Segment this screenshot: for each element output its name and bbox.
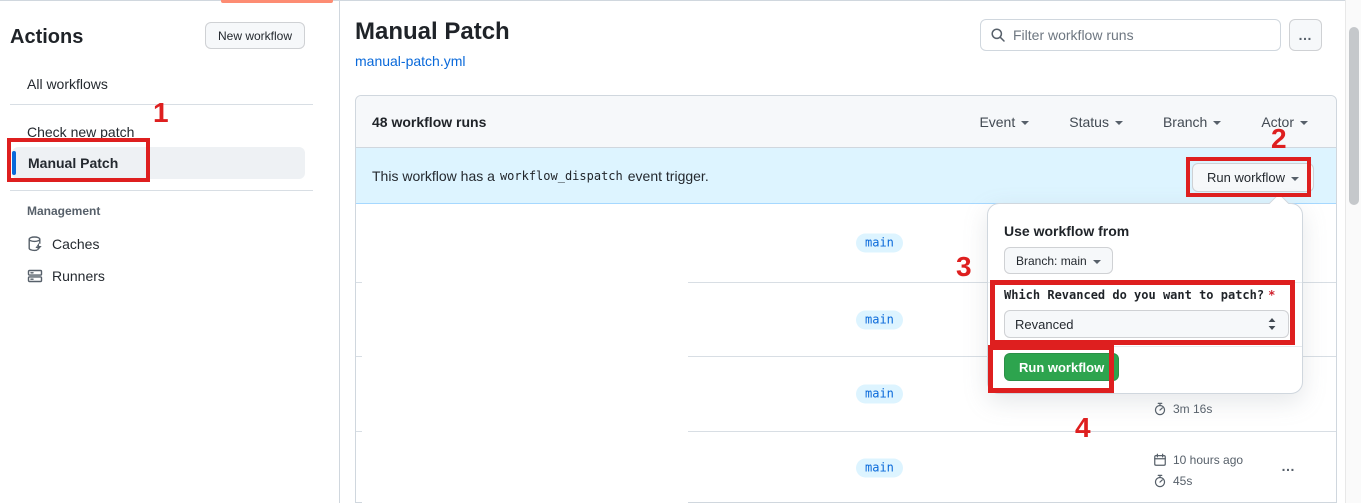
up-down-arrows-icon xyxy=(1266,317,1278,331)
annotation-step-3: 3 xyxy=(956,251,972,282)
branch-filter-dropdown[interactable]: Branch xyxy=(1162,113,1222,130)
workflow-run-row[interactable]: main xyxy=(356,282,1336,356)
runs-header: 48 workflow runs Event Status Branch Act… xyxy=(356,96,1336,148)
branch-filter-label: Branch xyxy=(1162,113,1208,130)
sidebar-item-caches[interactable]: Caches xyxy=(27,236,99,252)
sidebar-item-runners-label: Runners xyxy=(52,268,105,284)
chevron-down-icon xyxy=(1114,120,1123,125)
workflow-dispatch-banner: This workflow has a workflow_dispatch ev… xyxy=(356,148,1336,204)
banner-text: event trigger. xyxy=(627,167,709,184)
chevron-down-icon xyxy=(1213,120,1222,125)
calendar-icon xyxy=(1153,453,1167,467)
actions-heading: Actions xyxy=(10,26,84,48)
new-workflow-button[interactable]: New workflow xyxy=(205,22,306,49)
status-filter-label: Status xyxy=(1069,113,1109,130)
annotation-step-1: 1 xyxy=(153,97,169,128)
sidebar-item-caches-label: Caches xyxy=(52,236,100,252)
sidebar-item-manual-patch[interactable] xyxy=(12,147,305,179)
chevron-down-icon xyxy=(1300,120,1308,125)
filter-workflow-runs xyxy=(980,19,1281,51)
actor-filter-dropdown[interactable]: Actor xyxy=(1261,114,1308,130)
active-tab-indicator xyxy=(221,0,333,3)
chevron-down-icon xyxy=(1021,120,1030,125)
branch-badge[interactable]: main xyxy=(856,310,903,329)
run-workflow-dropdown-button[interactable]: Run workflow xyxy=(1192,163,1315,192)
sidebar-item-check-new-patch[interactable]: Check new patch xyxy=(27,124,135,140)
run-duration: 3m 16s xyxy=(1173,401,1213,416)
dialog-divider xyxy=(988,346,1302,347)
status-filter-dropdown[interactable]: Status xyxy=(1069,114,1123,130)
run-started-time: 10 hours ago xyxy=(1173,452,1244,467)
selected-item-indicator xyxy=(12,151,16,175)
event-filter-label: Event xyxy=(979,113,1016,130)
branch-badge[interactable]: main xyxy=(856,384,903,404)
chevron-down-icon xyxy=(1092,259,1101,264)
chevron-down-icon xyxy=(1291,176,1300,181)
use-workflow-from-heading: Use workflow from xyxy=(1004,223,1130,239)
workflow-run-row[interactable]: main 10 hours ago 45 xyxy=(356,431,1336,504)
branch-selector-label: Branch: main xyxy=(1016,253,1087,268)
annotation-step-2: 2 xyxy=(1271,123,1287,154)
revanced-select[interactable]: Revanced xyxy=(1004,310,1289,338)
revanced-select-value: Revanced xyxy=(1015,316,1074,332)
actor-filter-label: Actor xyxy=(1261,113,1294,130)
page-title: Manual Patch xyxy=(355,18,510,45)
workflow-dispatch-code: workflow_dispatch xyxy=(499,168,623,183)
run-meta: 10 hours ago 45s xyxy=(1153,452,1243,494)
redacted-area xyxy=(362,208,688,503)
sidebar-divider xyxy=(339,0,340,503)
sidebar-item-runners[interactable]: Runners xyxy=(27,268,105,284)
run-meta: 3m 16s xyxy=(1153,401,1212,422)
run-workflow-dropdown-label: Run workflow xyxy=(1207,170,1286,185)
annotation-step-4: 4 xyxy=(1075,412,1091,443)
management-heading: Management xyxy=(27,204,101,218)
workflow-runs-count: 48 workflow runs xyxy=(372,113,487,130)
stopwatch-icon xyxy=(1153,402,1167,416)
sidebar-divider-line xyxy=(10,104,313,105)
top-border xyxy=(0,0,1361,1)
workflow-input-label: Which Revanced do you want to patch?* xyxy=(1004,288,1275,302)
workflow-run-row[interactable]: main xyxy=(356,204,1336,282)
branch-badge[interactable]: main xyxy=(856,233,903,253)
branch-selector-button[interactable]: Branch: main xyxy=(1004,247,1113,274)
run-duration: 45s xyxy=(1173,473,1193,488)
banner-text: This workflow has a xyxy=(372,167,495,184)
input-label-text: Which Revanced do you want to patch? xyxy=(1004,288,1265,302)
search-icon xyxy=(990,27,1006,43)
scrollbar-thumb[interactable] xyxy=(1349,27,1359,205)
run-options-kebab-button[interactable]: … xyxy=(1281,458,1296,474)
workflow-run-list: main main main 3m 16s main xyxy=(356,204,1336,504)
filter-workflow-runs-input[interactable] xyxy=(980,19,1281,51)
scrollbar-track[interactable] xyxy=(1345,0,1361,503)
runs-filter-bar: Event Status Branch Actor xyxy=(979,114,1308,130)
dialog-divider xyxy=(988,282,1302,283)
sidebar-divider-line xyxy=(10,190,313,191)
event-filter-dropdown[interactable]: Event xyxy=(979,113,1030,130)
sidebar-item-manual-patch-label: Manual Patch xyxy=(28,155,119,171)
more-options-button[interactable]: … xyxy=(1289,19,1322,51)
sidebar-item-all-workflows[interactable]: All workflows xyxy=(27,76,108,92)
workflow-run-row[interactable]: main 3m 16s xyxy=(356,356,1336,431)
stopwatch-icon xyxy=(1153,474,1167,488)
branch-badge[interactable]: main xyxy=(856,458,903,478)
server-icon xyxy=(27,268,43,284)
workflow-file-link[interactable]: manual-patch.yml xyxy=(355,53,466,69)
run-workflow-dialog: Use workflow from Branch: main Which Rev… xyxy=(987,193,1303,394)
required-asterisk: * xyxy=(1268,288,1276,302)
run-workflow-submit-button[interactable]: Run workflow xyxy=(1004,353,1120,381)
database-icon xyxy=(27,236,43,252)
